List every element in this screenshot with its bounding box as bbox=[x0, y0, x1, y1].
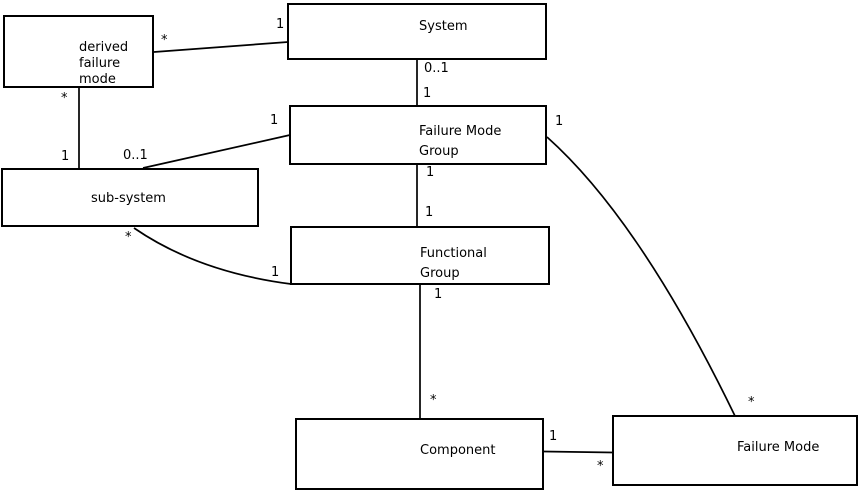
multiplicity-label: 1 bbox=[423, 86, 432, 101]
entity-label: derived failure mode bbox=[79, 40, 129, 87]
multiplicity-label: * bbox=[125, 230, 132, 245]
multiplicity-label: 0..1 bbox=[424, 61, 449, 76]
entity-failure-mode: Failure Mode bbox=[612, 415, 858, 486]
multiplicity-label: 1 bbox=[549, 429, 558, 444]
entity-label: Failure Mode bbox=[737, 440, 820, 455]
multiplicity-label: 1 bbox=[270, 113, 279, 128]
multiplicity-label: 1 bbox=[426, 165, 435, 180]
entity-system: System bbox=[287, 3, 547, 60]
entity-label: Component bbox=[420, 443, 496, 458]
multiplicity-label: 1 bbox=[276, 17, 285, 32]
multiplicity-label: 1 bbox=[434, 287, 443, 302]
multiplicity-label: 1 bbox=[271, 265, 280, 280]
entity-component: Component bbox=[295, 418, 544, 490]
entity-derived-failure-mode: derived failure mode bbox=[3, 15, 154, 88]
entity-label: Functional Group bbox=[420, 246, 487, 281]
multiplicity-label: * bbox=[748, 395, 755, 410]
entity-label: System bbox=[419, 19, 468, 34]
multiplicity-label: * bbox=[161, 33, 168, 48]
multiplicity-label: 1 bbox=[555, 114, 564, 129]
entity-failure-mode-group: Failure Mode Group bbox=[289, 105, 547, 165]
multiplicity-label: 0..1 bbox=[123, 148, 148, 163]
connector-sub-system-failure-mode-group bbox=[142, 134, 291, 169]
entity-label: sub-system bbox=[91, 191, 166, 206]
multiplicity-label: 1 bbox=[425, 205, 434, 220]
multiplicity-label: * bbox=[61, 91, 68, 106]
entity-functional-group: Functional Group bbox=[290, 226, 550, 285]
connector-sub-system-functional-group bbox=[133, 227, 292, 285]
entity-label: Failure Mode Group bbox=[419, 124, 502, 159]
connector-failure-mode-group-failure-mode bbox=[546, 136, 736, 417]
entity-sub-system: sub-system bbox=[1, 168, 259, 227]
multiplicity-label: * bbox=[597, 459, 604, 474]
multiplicity-label: * bbox=[430, 393, 437, 408]
multiplicity-label: 1 bbox=[61, 149, 70, 164]
connector-component-failure-mode bbox=[543, 450, 614, 454]
connector-derived-failure-mode-system bbox=[153, 41, 289, 53]
